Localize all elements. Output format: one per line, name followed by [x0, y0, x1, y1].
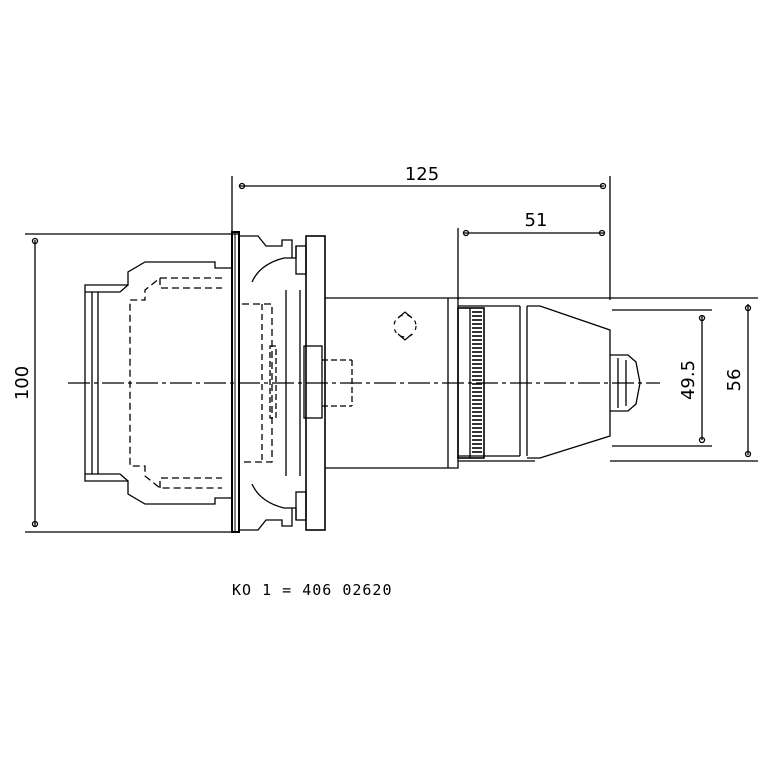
label-chuck-inner-diameter: 49.5 — [678, 360, 699, 400]
label-flange-diameter: 100 — [12, 366, 33, 400]
dimension-flange-diameter — [25, 233, 238, 533]
drill-chuck — [448, 297, 641, 469]
label-chuck-outer-diameter: 56 — [724, 369, 745, 392]
dimension-chuck-outer-diameter — [610, 297, 758, 462]
label-overall-length: 125 — [405, 164, 439, 185]
dimension-chuck-length — [457, 228, 606, 300]
chuck-knurl — [472, 311, 482, 453]
tool-shank — [84, 261, 232, 505]
tool-shaft — [325, 297, 449, 469]
dimension-chuck-inner-diameter — [612, 309, 712, 447]
dimension-overall-length — [231, 176, 611, 300]
label-chuck-length: 51 — [525, 210, 548, 231]
part-number-label: KO 1 = 406 02620 — [232, 581, 393, 599]
rotation-symbol-icon — [393, 311, 417, 341]
tool-flange — [231, 231, 353, 533]
